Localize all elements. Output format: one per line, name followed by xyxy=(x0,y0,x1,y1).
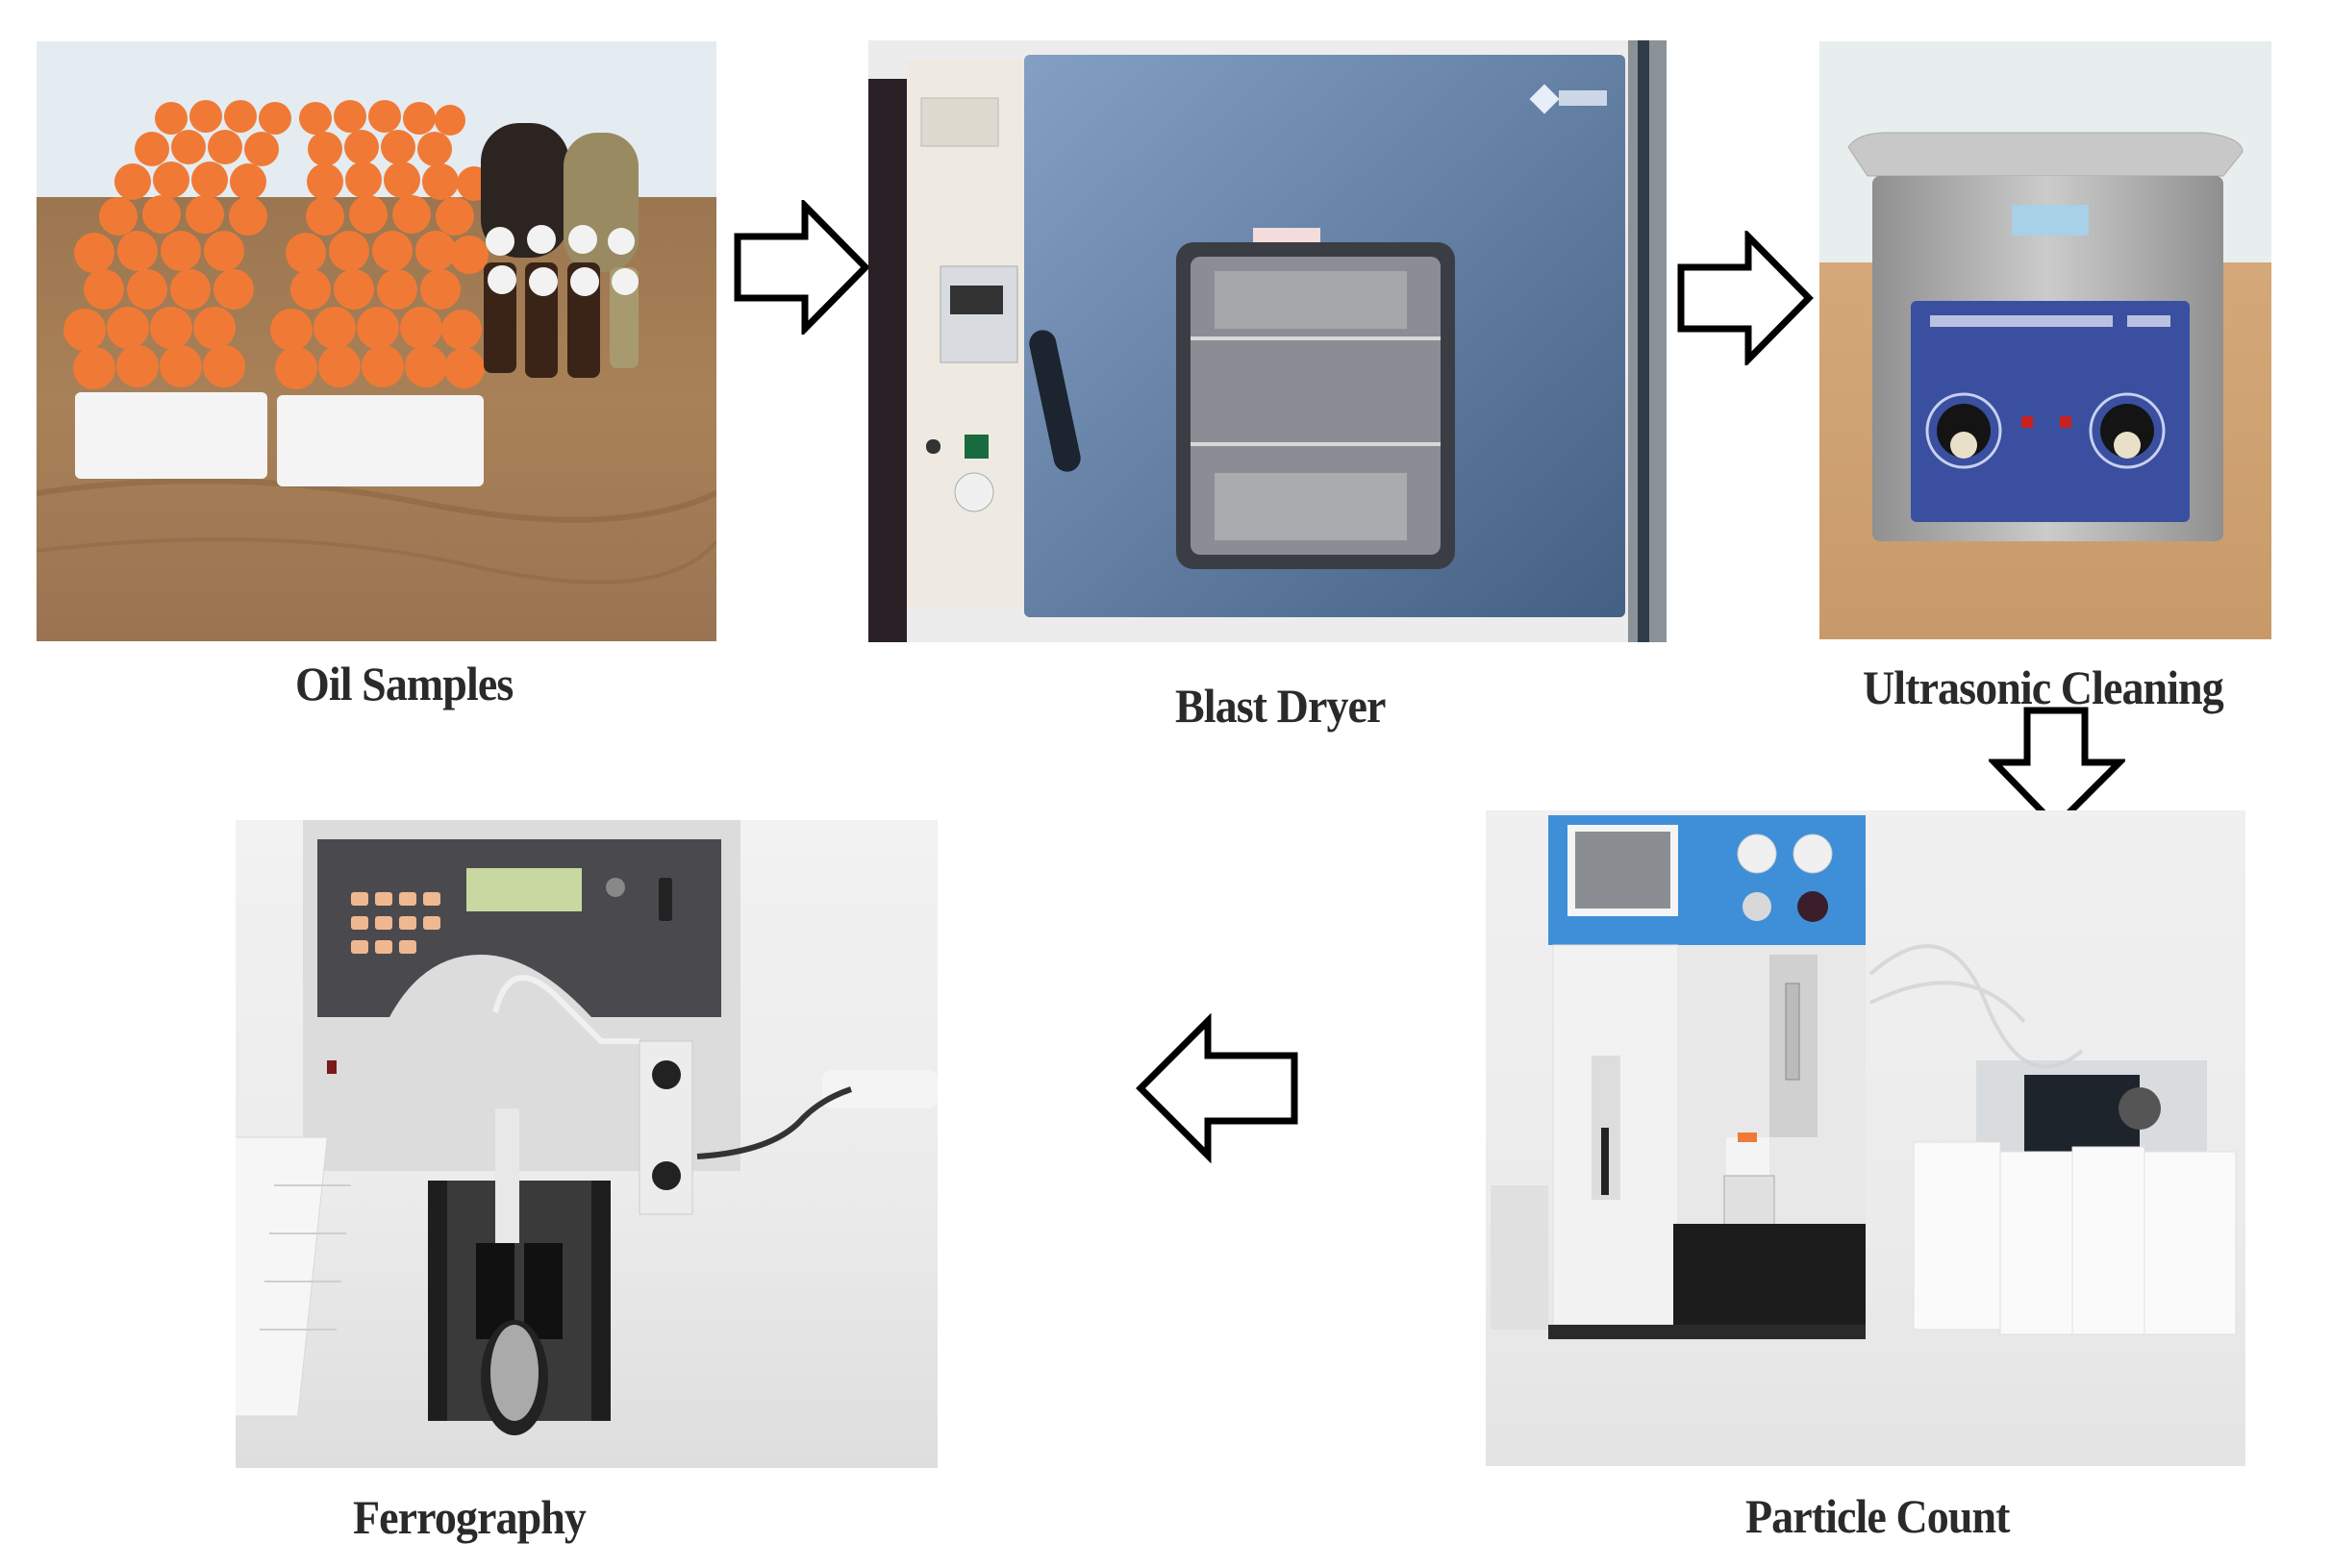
particle-count-label: Particle Count xyxy=(1745,1489,2010,1543)
blast-dryer-illustration xyxy=(868,40,1667,642)
ultrasonic-cleaning-photo xyxy=(1819,41,2271,639)
ultrasonic-cleaning-label: Ultrasonic Cleaning xyxy=(1863,660,2224,714)
ferrography-label: Ferrography xyxy=(353,1490,587,1544)
oil-samples-photo xyxy=(37,41,716,641)
arrow-down-icon xyxy=(1989,707,2125,831)
particle-count-photo xyxy=(1486,810,2245,1466)
arrow-left-icon xyxy=(1136,1013,1298,1163)
blast-dryer-photo xyxy=(868,40,1667,642)
ferrograph-illustration xyxy=(236,820,938,1435)
arrow-right-icon xyxy=(734,200,870,335)
oil-samples-label: Oil Samples xyxy=(295,657,514,710)
ultrasonic-cleaner-illustration xyxy=(1847,132,2244,541)
arrow-right-icon xyxy=(1677,231,1814,365)
blast-dryer-label: Blast Dryer xyxy=(1175,679,1386,733)
ferrography-photo xyxy=(236,820,938,1468)
oil-samples-illustration xyxy=(37,100,716,585)
particle-counter-illustration xyxy=(1491,815,2237,1339)
